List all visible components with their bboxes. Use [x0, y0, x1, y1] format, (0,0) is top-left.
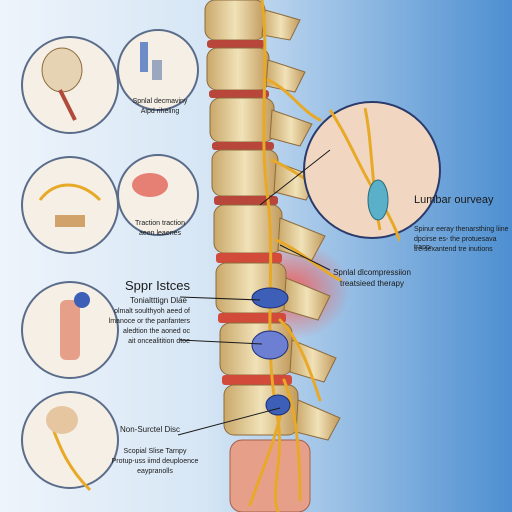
sacrum [229, 439, 311, 512]
section-subtitle: Tonialtttign Dlae [130, 296, 187, 305]
lumbar-body-3: tre sexantend tre inutions [414, 246, 493, 253]
nonsurgical-body-2: eaypranolls [137, 468, 173, 475]
nonsurgical-subtitle: Scopial Slise Tarnpy [123, 448, 187, 455]
lumbar-zoom-callout [259, 101, 441, 242]
lumbar-body-1: Spinur eeray thenarsthing liine [414, 226, 509, 233]
panel4-subtitle: aeen leaenes [138, 230, 182, 237]
vertebra [206, 47, 270, 91]
lumbar-body-2: dpcirse es- the protuesava trapp- [414, 236, 497, 252]
disc [216, 253, 282, 263]
nonsurgical-body-1: Protup-uss iimd deuploence [111, 458, 199, 465]
section-body-1: olmalt soulthyoh aeed of [114, 308, 190, 315]
decompression-subtitle: treatsieed therapy [339, 279, 405, 288]
panel-neck-therapy [21, 391, 119, 492]
disc [214, 196, 278, 205]
panel4-title: Traction traction [135, 220, 185, 227]
panel-skull [21, 36, 119, 134]
callout-lines [177, 244, 331, 436]
disc [209, 90, 269, 98]
disc [222, 375, 292, 385]
disc [212, 142, 274, 150]
decompression-title: Spnlal dlcompressiion [333, 268, 411, 277]
panel-traction-treatment [117, 154, 199, 236]
section-body-3: aledtion the aoned oc [123, 328, 190, 335]
lumbar-title: Lumbar ourveay [414, 194, 494, 206]
section-body-4: ait oncealitition dtoe [128, 338, 190, 345]
section-title: Sppr Istces [125, 278, 191, 293]
nonsurgical-title: Non-Surctel Disc [120, 425, 181, 434]
disc [218, 313, 286, 323]
vertebra [204, 0, 266, 41]
panel-traction-device [21, 156, 119, 254]
panel2-title: Spnlal decmaviny [132, 98, 188, 105]
section-body-2: lmanoce or the panfanters [108, 318, 190, 325]
panel-spinal-model [21, 281, 119, 379]
disc [207, 40, 265, 48]
panel2-subtitle: Aipd riheling [140, 108, 180, 115]
spinous-processes [261, 9, 341, 441]
herniated-discs [251, 287, 291, 416]
panel-spinal-decompression [117, 29, 199, 111]
